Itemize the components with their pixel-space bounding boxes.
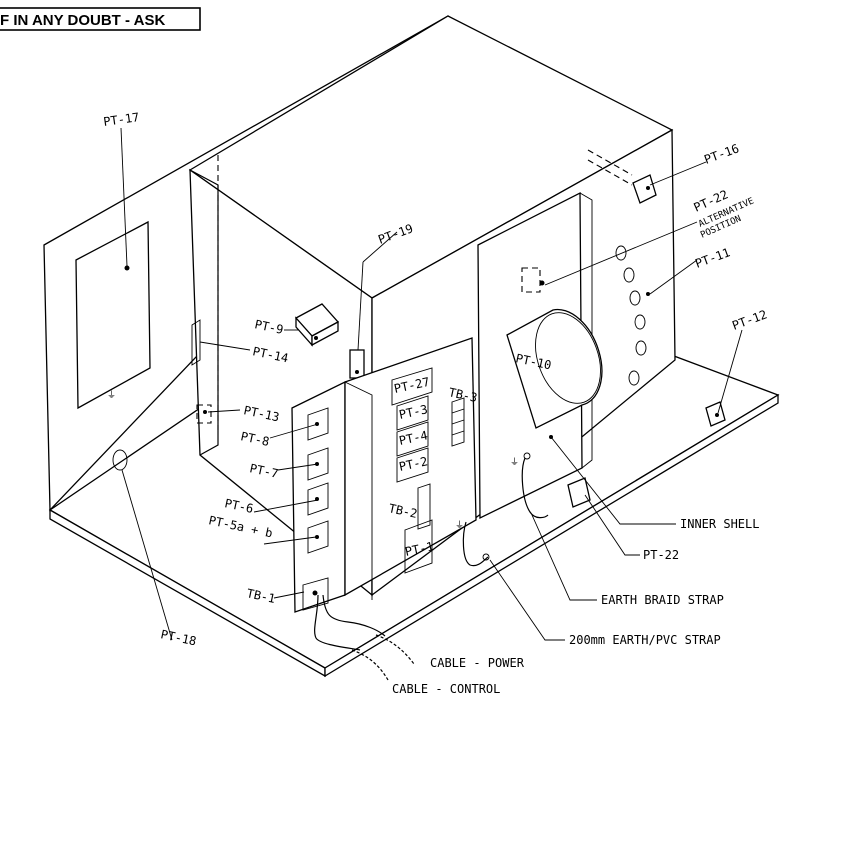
label-pt12: PT-12 — [730, 307, 769, 333]
svg-text:⏚: ⏚ — [510, 457, 519, 468]
label-pt2: PT-2 — [398, 454, 429, 474]
pt16-block — [587, 149, 657, 204]
pt22-block — [567, 477, 591, 508]
label-pt8: PT-8 — [239, 429, 270, 449]
warning-banner: F IN ANY DOUBT - ASK — [0, 7, 201, 31]
inner-shell-panel: ⏚ — [477, 191, 650, 520]
label-tb1: TB-1 — [245, 586, 276, 606]
pt19-block — [349, 349, 365, 379]
front-panel: ⏚ — [291, 337, 490, 613]
label-tb2: TB-2 — [387, 501, 418, 521]
label-pt11: PT-11 — [693, 245, 732, 271]
label-cable-power: CABLE - POWER — [430, 656, 525, 670]
label-pt18: PT-18 — [159, 627, 197, 648]
label-tb3: TB-3 — [447, 385, 478, 405]
label-pt9: PT-9 — [253, 317, 284, 337]
label-pt17: PT-17 — [102, 110, 140, 129]
svg-text:⏚: ⏚ — [107, 390, 116, 401]
pt13-marker — [196, 404, 212, 424]
label-pt7: PT-7 — [248, 461, 279, 481]
svg-text:⏚: ⏚ — [455, 520, 464, 531]
label-cable-control: CABLE - CONTROL — [392, 682, 500, 696]
label-inner-shell: INNER SHELL — [680, 517, 759, 531]
label-earth-pvc-strap: 200mm EARTH/PVC STRAP — [569, 633, 721, 647]
label-pt1: PT-1 — [404, 539, 435, 559]
pt9-block — [294, 303, 340, 347]
label-pt22: PT-22 — [643, 548, 679, 562]
label-pt6: PT-6 — [223, 496, 254, 516]
cables — [314, 594, 415, 681]
label-earth-braid-strap: EARTH BRAID STRAP — [601, 593, 724, 607]
label-pt4: PT-4 — [398, 428, 429, 448]
leader-lines — [120, 127, 743, 641]
label-pt16: PT-16 — [702, 141, 741, 167]
banner-text: F IN ANY DOUBT - ASK — [0, 12, 165, 29]
pt12-block — [705, 401, 726, 427]
label-pt3: PT-3 — [398, 402, 429, 422]
